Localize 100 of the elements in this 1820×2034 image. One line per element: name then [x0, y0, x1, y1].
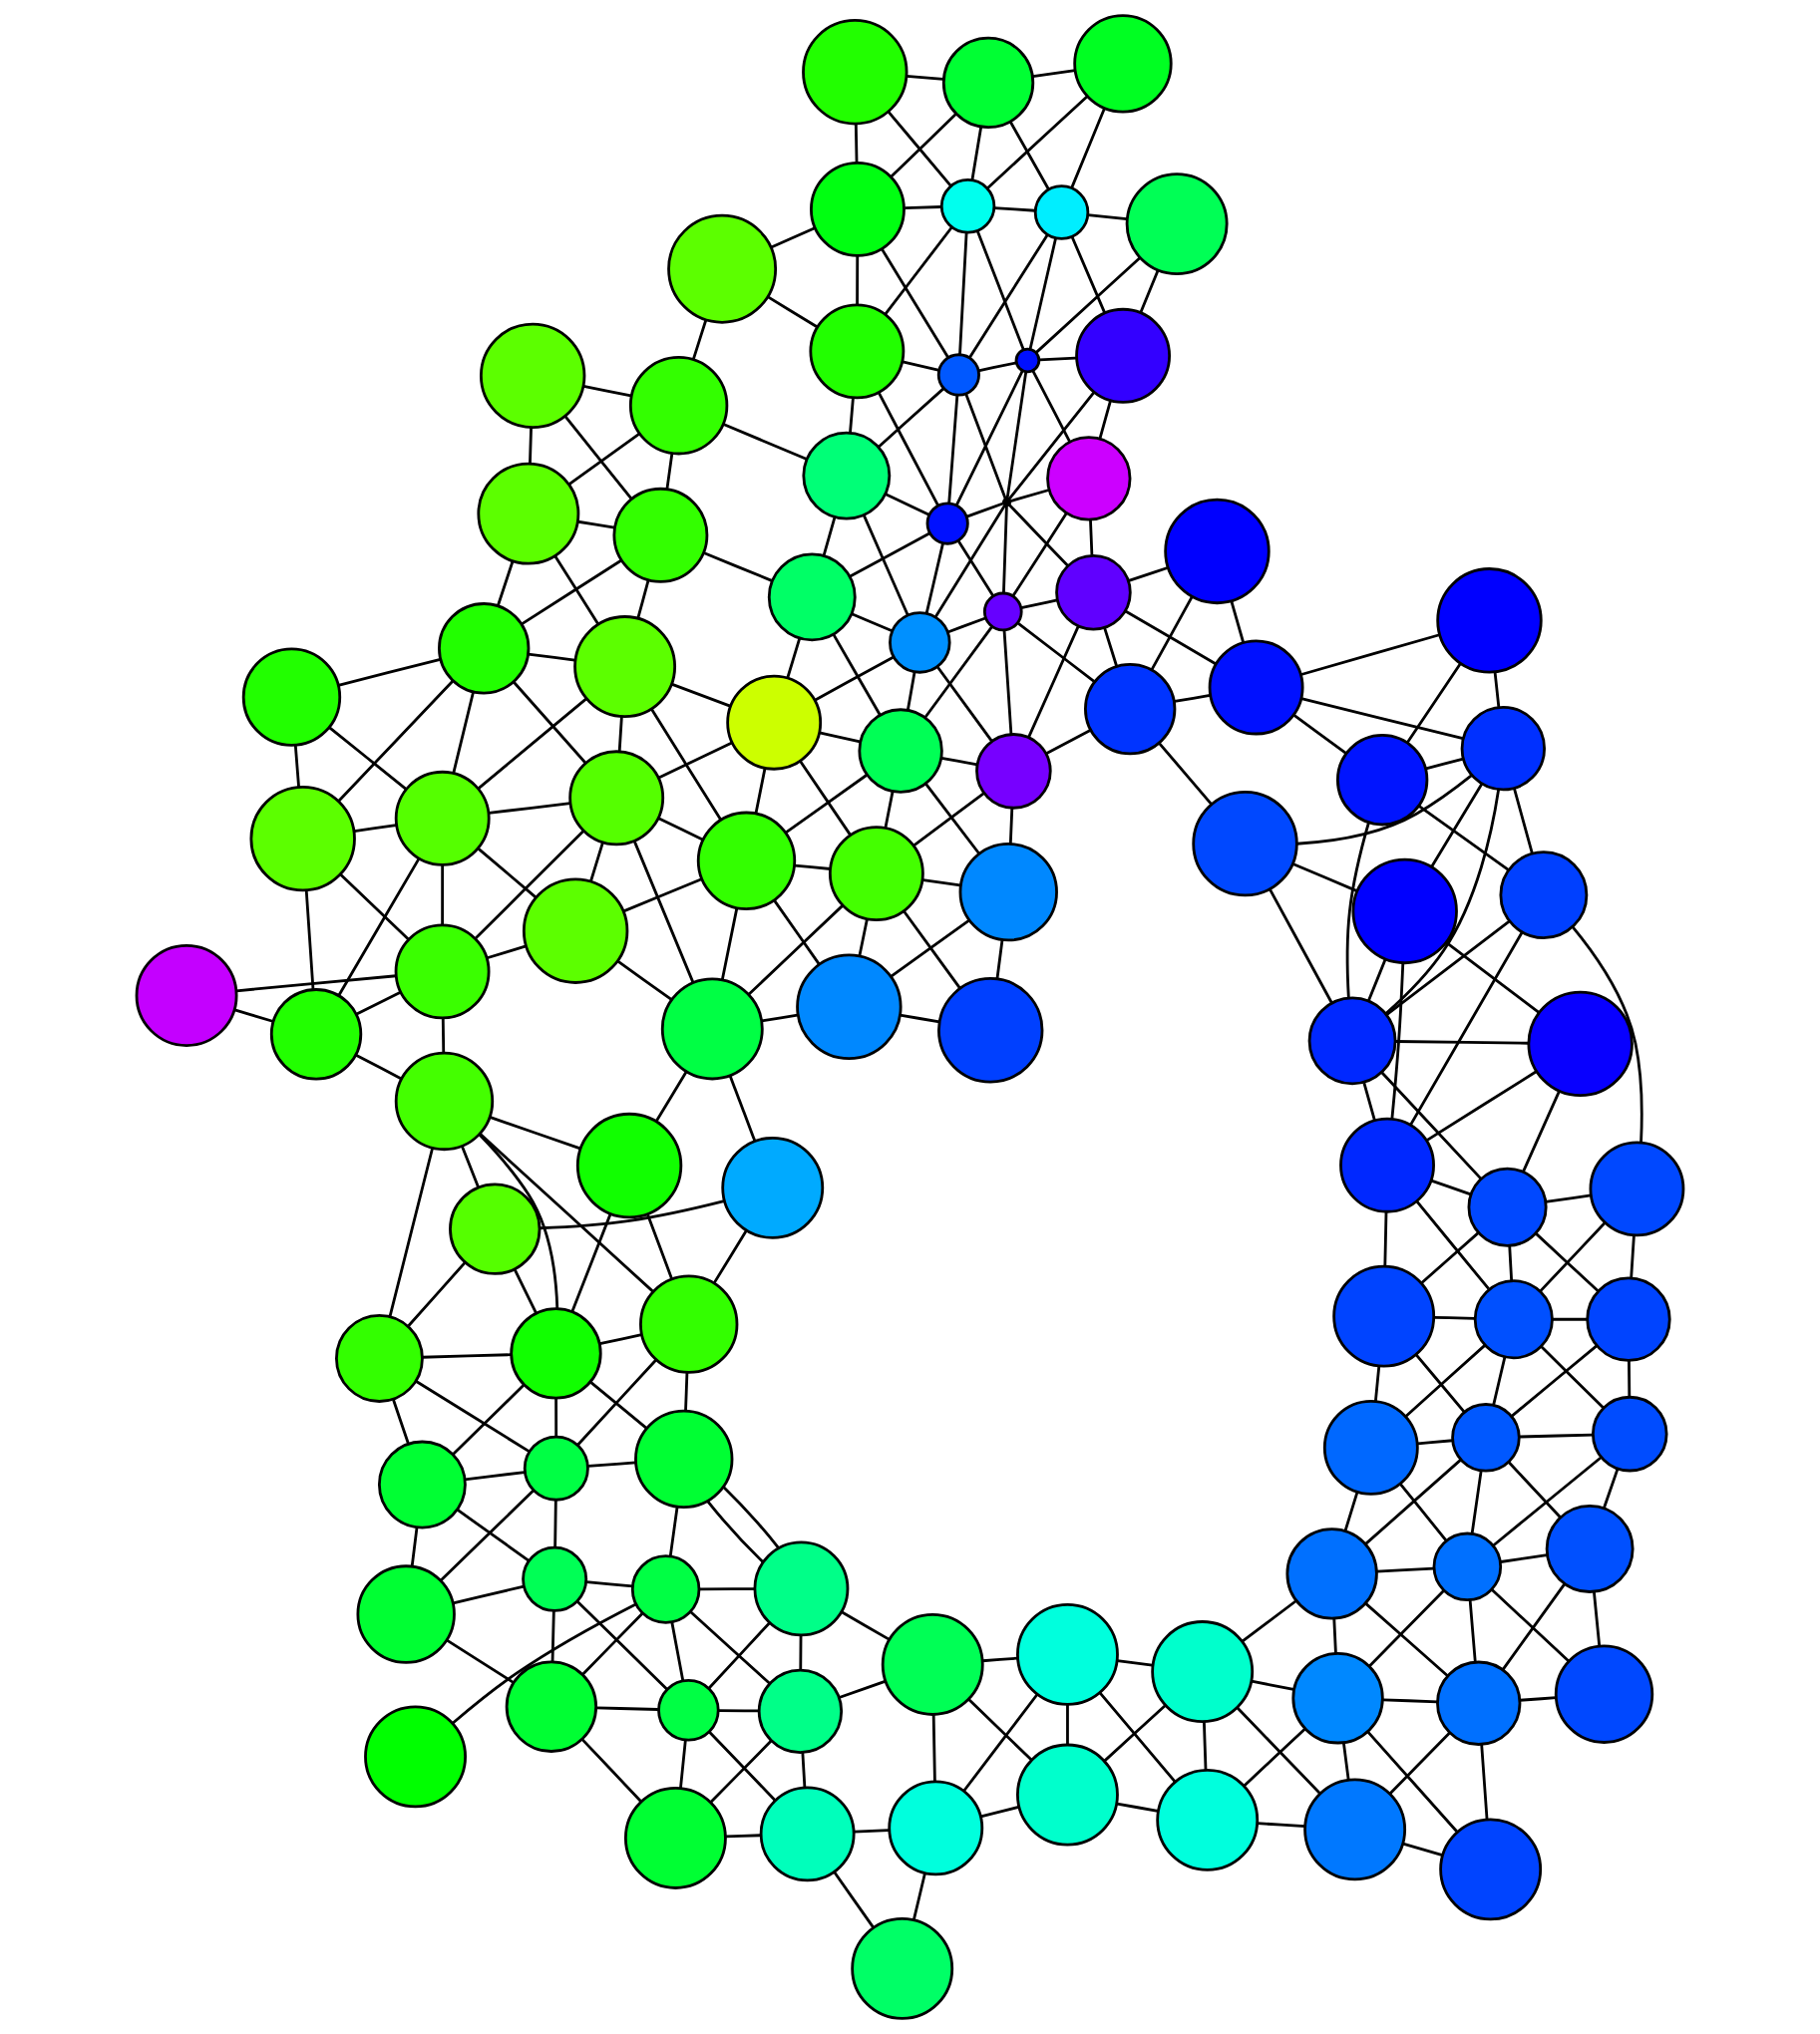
connector — [1545, 1193, 1592, 1203]
connector — [1382, 1698, 1438, 1704]
node-circle — [975, 733, 1052, 810]
connector — [1493, 671, 1501, 708]
connector — [1630, 1234, 1636, 1278]
connector — [888, 111, 952, 187]
connector — [885, 493, 930, 516]
connector — [1571, 925, 1643, 1143]
connector — [570, 1212, 612, 1313]
node-circle — [802, 19, 909, 126]
connector — [1116, 1802, 1159, 1813]
connector — [441, 864, 445, 925]
node-circle — [1291, 1652, 1384, 1745]
node-circle — [941, 36, 1035, 130]
node-circle — [356, 1564, 456, 1664]
connector — [1174, 694, 1211, 703]
node-circle — [1527, 990, 1634, 1098]
connector — [1470, 1470, 1483, 1534]
connector — [1522, 1091, 1561, 1173]
connector — [970, 126, 983, 180]
connector — [487, 944, 527, 960]
connector — [1020, 598, 1058, 609]
connector — [550, 1610, 555, 1662]
connector — [709, 1739, 773, 1804]
connector — [1032, 69, 1076, 78]
connector — [1492, 1356, 1507, 1406]
connector — [668, 1507, 679, 1556]
connector — [655, 1071, 688, 1122]
node-circle — [1322, 1400, 1419, 1496]
connector — [1367, 958, 1387, 1002]
node-circle — [523, 1435, 589, 1502]
connector — [679, 1740, 687, 1789]
connector — [967, 1698, 1033, 1762]
connector — [1389, 1732, 1451, 1795]
node-circle — [135, 944, 238, 1047]
connector — [355, 1053, 402, 1080]
connector — [1343, 1492, 1359, 1531]
connector — [1426, 1070, 1538, 1142]
node-circle — [1033, 184, 1090, 240]
node-circle — [757, 1668, 844, 1754]
connector — [1257, 1822, 1305, 1829]
connector — [1070, 236, 1106, 314]
connector — [580, 1738, 642, 1803]
connector — [513, 1268, 538, 1314]
connector — [479, 1133, 654, 1293]
connector — [785, 774, 868, 835]
node-circle — [1586, 1276, 1671, 1362]
node-circle — [1439, 1818, 1543, 1921]
connector — [1007, 504, 1069, 567]
connector — [1512, 788, 1534, 854]
connector — [1002, 505, 1008, 593]
node-circle — [394, 923, 491, 1020]
connector — [854, 1829, 890, 1834]
node-circle — [1285, 1527, 1378, 1620]
connector — [1480, 1744, 1489, 1820]
connector — [884, 791, 895, 829]
connector — [1430, 1179, 1472, 1196]
connector — [632, 840, 695, 984]
connector — [1236, 1707, 1321, 1795]
connector — [890, 113, 957, 178]
connector — [356, 991, 402, 1016]
node-circle — [1016, 1743, 1119, 1847]
connector — [1070, 108, 1106, 188]
connector — [934, 505, 1006, 618]
connector — [822, 516, 837, 556]
connector — [1415, 1200, 1490, 1290]
connector — [1425, 757, 1464, 771]
connector — [1300, 697, 1464, 741]
connector — [1430, 783, 1483, 868]
node-circle — [364, 1705, 467, 1809]
connector — [622, 877, 702, 913]
connector — [1433, 1315, 1475, 1320]
node-circle — [939, 178, 996, 234]
node-circle — [1436, 1660, 1522, 1746]
node-circle — [269, 988, 363, 1081]
connector — [1027, 625, 1080, 738]
connector — [1364, 1459, 1462, 1545]
node-circle — [449, 1183, 542, 1275]
connector — [1035, 256, 1142, 354]
connector — [1409, 931, 1524, 1126]
connector — [657, 817, 703, 842]
connector — [1117, 1659, 1153, 1667]
node-circle — [767, 552, 857, 642]
connector — [589, 1381, 647, 1430]
connector — [1395, 1040, 1529, 1045]
connector — [962, 1693, 1038, 1793]
connector — [1098, 400, 1112, 439]
connector — [903, 910, 961, 989]
connector — [234, 1008, 273, 1023]
connector — [553, 1500, 557, 1547]
node-circle — [660, 977, 764, 1081]
connector — [388, 1148, 434, 1317]
connector — [993, 206, 1035, 212]
connector — [713, 1229, 748, 1284]
connector — [446, 1638, 515, 1684]
connector — [947, 616, 986, 634]
node-point — [1001, 498, 1012, 508]
node-circle — [249, 785, 356, 892]
node-circle — [573, 615, 677, 718]
connector — [1507, 1461, 1562, 1519]
